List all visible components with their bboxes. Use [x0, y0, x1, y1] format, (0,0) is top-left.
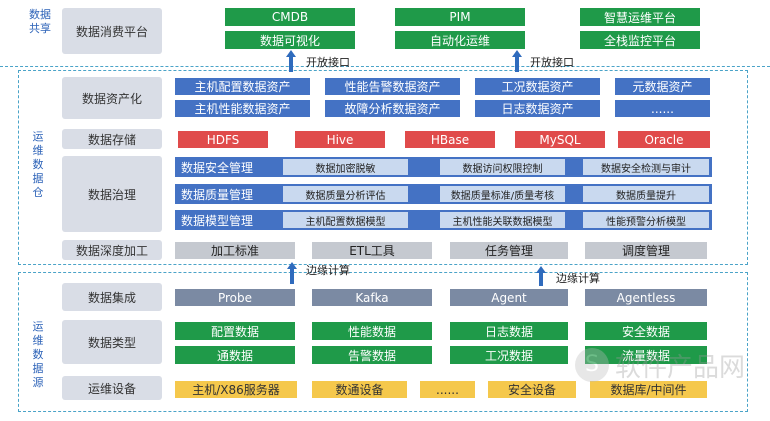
governance-row-security: 数据安全管理 数据加密脱敏 数据访问权限控制 数据安全检测与审计: [175, 157, 712, 177]
governance-cell: 数据加密脱敏: [283, 159, 408, 175]
governance-name: 数据安全管理: [181, 160, 254, 175]
type-item-log: 日志数据: [450, 322, 568, 340]
governance-cell: 主机性能关联数据模型: [440, 212, 565, 228]
open-api-label-1: 开放接口: [306, 56, 350, 69]
device-item-more: ......: [420, 381, 475, 398]
watermark-text: 软件产品网: [614, 352, 745, 383]
row-label-assetize: 数据资产化: [62, 77, 162, 119]
consume-item-visualization: 数据可视化: [225, 31, 355, 49]
governance-cell: 主机配置数据模型: [283, 212, 408, 228]
deep-item-standard: 加工标准: [175, 242, 295, 259]
governance-cell: 数据访问权限控制: [440, 159, 565, 175]
type-item-comm: 通数据: [175, 346, 295, 364]
open-api-label-2: 开放接口: [530, 56, 574, 69]
governance-name: 数据模型管理: [181, 213, 254, 228]
source-container: [18, 272, 748, 412]
governance-row-quality: 数据质量管理 数据质量分析评估 数据质量标准/质量考核 数据质量提升: [175, 184, 712, 204]
watermark-logo-icon: S: [574, 348, 609, 382]
asset-item-metadata: 元数据资产: [615, 78, 710, 95]
type-item-condition: 工况数据: [450, 346, 568, 364]
row-label-devices: 运维设备: [62, 376, 162, 400]
section-label-warehouse: 运维数据仓: [32, 130, 44, 199]
deep-item-etl: ETL工具: [312, 242, 432, 259]
warehouse-container: [18, 70, 748, 265]
governance-row-model: 数据模型管理 主机配置数据模型 主机性能关联数据模型 性能预警分析模型: [175, 210, 712, 230]
governance-cell: 数据安全检测与审计: [583, 159, 709, 175]
row-label-collect: 数据集成: [62, 283, 162, 311]
watermark: S 软件产品网: [560, 340, 760, 390]
storage-item-hdfs: HDFS: [178, 131, 268, 148]
collect-item-agentless: Agentless: [585, 289, 707, 306]
deep-item-schedule: 调度管理: [585, 242, 707, 259]
asset-item-host-perf: 主机性能数据资产: [175, 100, 310, 117]
storage-item-oracle: Oracle: [618, 131, 710, 148]
row-label-governance: 数据治理: [62, 156, 162, 232]
asset-item-host-config: 主机配置数据资产: [175, 78, 310, 95]
edge-arrow-2: [536, 266, 546, 286]
consume-item-smart-ops: 智慧运维平台: [580, 8, 700, 26]
governance-cell: 数据质量提升: [583, 186, 709, 202]
storage-item-hive: Hive: [295, 131, 385, 148]
open-api-arrow-2: [512, 50, 522, 72]
consume-item-pim: PIM: [395, 8, 525, 26]
storage-item-mysql: MySQL: [515, 131, 605, 148]
edge-label-1: 边缘计算: [306, 264, 350, 277]
consume-item-automation: 自动化运维: [395, 31, 525, 49]
consume-item-cmdb: CMDB: [225, 8, 355, 26]
type-item-traffic: 流量数据: [585, 346, 707, 364]
device-item-host: 主机/X86服务器: [175, 381, 297, 398]
asset-item-log: 日志数据资产: [475, 100, 600, 117]
governance-cell: 性能预警分析模型: [583, 212, 709, 228]
governance-cell: 数据质量分析评估: [283, 186, 408, 202]
asset-item-fault-analysis: 故障分析数据资产: [325, 100, 460, 117]
edge-arrow-1: [287, 262, 297, 284]
governance-name: 数据质量管理: [181, 187, 254, 202]
row-label-consume: 数据消费平台: [62, 8, 162, 54]
row-label-deep: 数据深度加工: [62, 240, 162, 260]
collect-item-agent: Agent: [450, 289, 568, 306]
type-item-alert: 告警数据: [312, 346, 432, 364]
collect-item-kafka: Kafka: [312, 289, 432, 306]
consume-item-fullstack-monitor: 全栈监控平台: [580, 31, 700, 49]
row-label-storage: 数据存储: [62, 129, 162, 149]
asset-item-perf-alert: 性能告警数据资产: [325, 78, 460, 95]
type-item-performance: 性能数据: [312, 322, 432, 340]
edge-label-2: 边缘计算: [556, 272, 600, 285]
type-item-security: 安全数据: [585, 322, 707, 340]
governance-cell: 数据质量标准/质量考核: [440, 186, 565, 202]
device-item-database: 数据库/中间件: [590, 381, 707, 398]
collect-item-probe: Probe: [175, 289, 295, 306]
deep-item-task: 任务管理: [450, 242, 568, 259]
section-label-share: 数据共享: [29, 8, 51, 35]
section-divider-line: [0, 66, 770, 67]
open-api-arrow-1: [286, 50, 296, 72]
section-label-source: 运维数据源: [32, 320, 44, 389]
type-item-config: 配置数据: [175, 322, 295, 340]
device-item-network: 数通设备: [312, 381, 407, 398]
device-item-security: 安全设备: [488, 381, 576, 398]
asset-item-more: ......: [615, 100, 710, 117]
asset-item-condition: 工况数据资产: [475, 78, 600, 95]
row-label-types: 数据类型: [62, 320, 162, 364]
storage-item-hbase: HBase: [405, 131, 495, 148]
